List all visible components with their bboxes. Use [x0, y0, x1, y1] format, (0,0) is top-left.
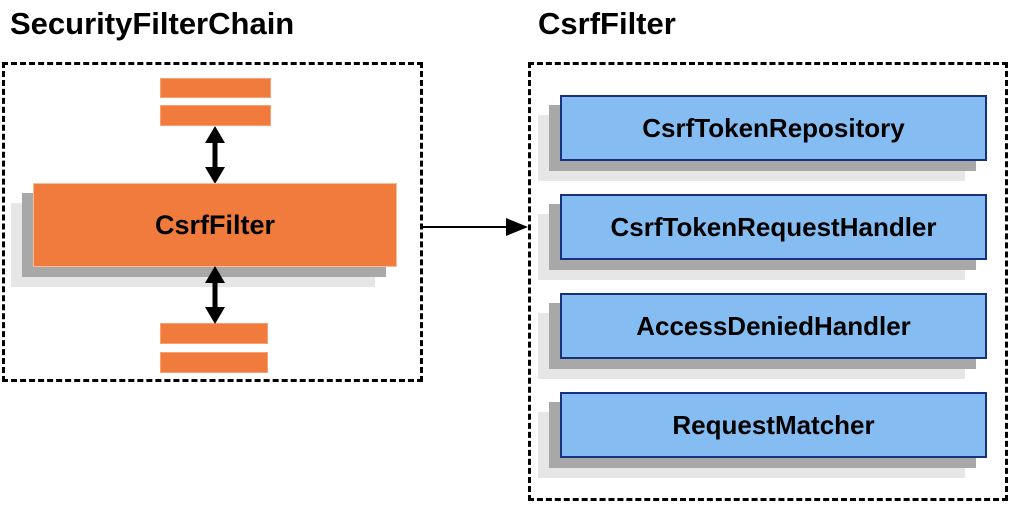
filter-placeholder-bar	[160, 105, 271, 126]
csrf-filter-components-boundary	[528, 62, 1008, 501]
component-node-request-matcher: RequestMatcher	[560, 392, 987, 458]
component-label: CsrfTokenRequestHandler	[610, 211, 937, 242]
component-node-csrf-token-repository: CsrfTokenRepository	[560, 95, 987, 161]
csrf-filter-node: CsrfFilter	[33, 183, 397, 267]
bidirectional-arrow-icon	[205, 266, 225, 324]
filter-placeholder-bar	[160, 78, 271, 98]
flow-arrow-icon	[422, 218, 528, 236]
component-label: RequestMatcher	[672, 409, 875, 440]
right-panel-title: CsrfFilter	[538, 6, 676, 41]
left-panel-title: SecurityFilterChain	[10, 6, 295, 41]
security-filter-chain-boundary	[2, 62, 423, 382]
csrf-filter-node-label: CsrfFilter	[154, 209, 276, 240]
component-label: CsrfTokenRepository	[642, 112, 905, 143]
bidirectional-arrow-icon	[205, 126, 225, 184]
filter-placeholder-bar	[160, 352, 268, 373]
filter-placeholder-bar	[160, 323, 268, 344]
component-label: AccessDeniedHandler	[636, 310, 911, 341]
component-node-access-denied-handler: AccessDeniedHandler	[560, 293, 987, 359]
component-node-csrf-token-request-handler: CsrfTokenRequestHandler	[560, 194, 987, 260]
